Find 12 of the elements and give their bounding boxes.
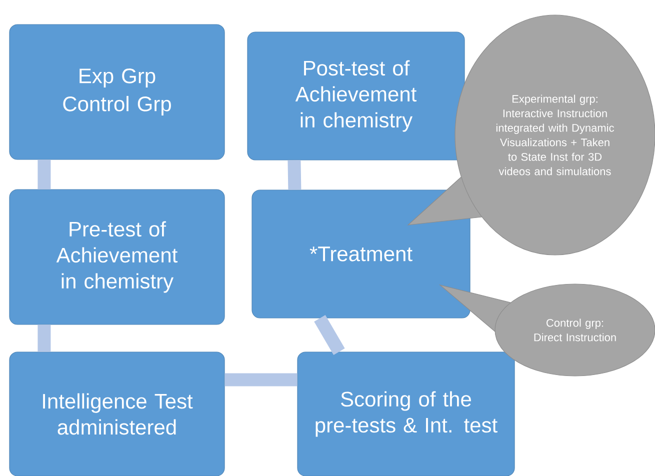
connector-bar bbox=[38, 324, 51, 352]
process-box: Scoring of the pre-tests & Int. test bbox=[297, 352, 515, 476]
process-box: Post-test of Achievement in chemistry bbox=[247, 32, 465, 160]
process-box: Pre-test of Achievement in chemistry bbox=[9, 189, 225, 325]
process-box: *Treatment bbox=[252, 190, 470, 318]
speech-bubble: Control grp: Direct Instruction bbox=[438, 284, 655, 376]
connector-bar bbox=[38, 160, 51, 190]
connector-bar bbox=[224, 373, 298, 386]
connector-bar bbox=[314, 315, 345, 355]
process-box: Exp Grp Control Grp bbox=[9, 24, 225, 160]
process-box: Intelligence Test administered bbox=[9, 352, 225, 476]
connector-bar bbox=[288, 160, 302, 190]
